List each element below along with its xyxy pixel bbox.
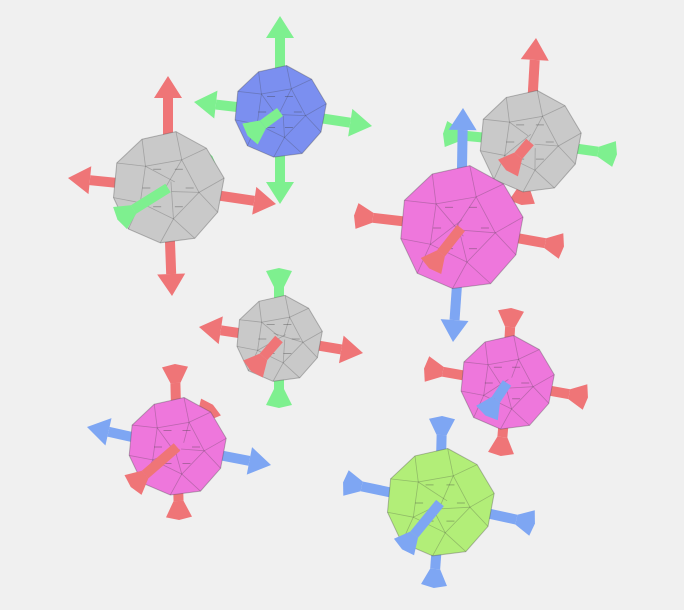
scene-background <box>0 0 684 610</box>
molecule-scene <box>0 0 684 610</box>
